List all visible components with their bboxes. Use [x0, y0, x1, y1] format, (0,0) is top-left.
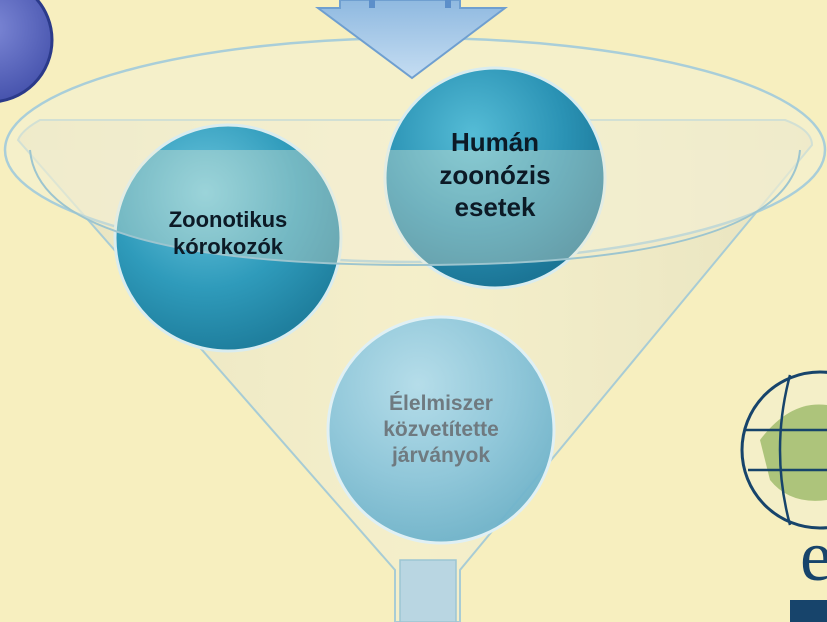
label-human-cases-line-3: esetek [454, 192, 536, 223]
circle-outbreaks [326, 315, 556, 545]
label-human-cases-line-2: zoonózis [439, 159, 551, 190]
funnel-rim [29, 149, 801, 267]
ecdc-logo-partial [740, 370, 827, 622]
label-outbreaks-line-3: járványok [391, 444, 491, 468]
label-outbreaks: Élelmiszer közvetítette járványok [331, 370, 551, 490]
label-outbreaks-line-2: közvetítette [383, 417, 499, 441]
circle-pathogens [113, 123, 343, 353]
label-human-cases-line-1: Humán [450, 127, 540, 158]
label-pathogens-line-1: Zoonotikus [168, 206, 288, 232]
label-human-cases: Humán zoonózis esetek [420, 100, 570, 250]
label-pathogens-line-2: kórokozók [172, 234, 283, 259]
logo-letter: e [800, 516, 827, 596]
left-badge-partial [0, 0, 54, 103]
label-pathogens: Zoonotikus kórokozók [128, 188, 328, 278]
circle-human-cases [383, 66, 607, 290]
down-arrow [314, 0, 508, 80]
label-outbreaks-line-1: Élelmiszer [389, 391, 493, 415]
